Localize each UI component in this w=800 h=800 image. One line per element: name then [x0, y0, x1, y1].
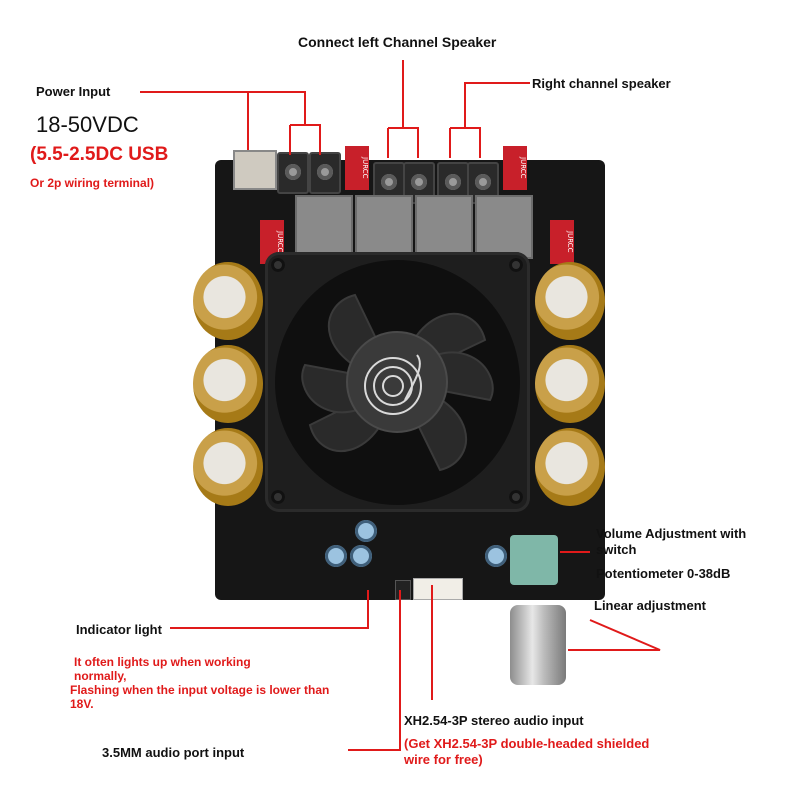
volume-potentiometer: [510, 535, 558, 585]
label-linear-adjustment: Linear adjustment: [594, 598, 706, 613]
label-potentiometer: Potentiometer 0-38dB: [596, 566, 731, 581]
capacitor-left-3: [193, 428, 263, 506]
label-xh-free: (Get XH2.54-3P double-headed shielded wi…: [404, 736, 650, 767]
heatsink-fin: [355, 195, 413, 259]
capacitor-right-1: [535, 262, 605, 340]
fan-blades-icon: [301, 293, 494, 472]
capacitor-left-2: [193, 345, 263, 423]
amplifier-board: JURCC JURCC JURCC JURCC: [193, 140, 620, 685]
label-indicator-light: Indicator light: [76, 622, 162, 637]
label-indicator-desc-1: It often lights up when working normally…: [74, 655, 251, 684]
heatsink-fin: [475, 195, 533, 259]
power-terminal-1: [277, 152, 309, 194]
label-voltage: 18-50VDC: [36, 112, 139, 137]
label-indicator-desc-2: Flashing when the input voltage is lower…: [70, 683, 330, 712]
small-capacitor: [485, 545, 507, 567]
label-audio-port: 3.5MM audio port input: [102, 745, 245, 760]
jurcc-cap-4: JURCC: [550, 220, 574, 264]
power-terminal-2: [309, 152, 341, 194]
dc-barrel-jack: [233, 150, 277, 190]
label-or-2p: Or 2p wiring terminal): [30, 176, 155, 190]
jurcc-cap-2: JURCC: [503, 146, 527, 190]
heatsink-fin: [295, 195, 353, 259]
jurcc-cap-1: JURCC: [345, 146, 369, 190]
fan-screw: [271, 490, 285, 504]
small-capacitor: [350, 545, 372, 567]
audio-jack-3-5mm: [395, 580, 411, 600]
callout-right-speaker: [464, 82, 530, 128]
label-connect-left: Connect left Channel Speaker: [298, 34, 497, 50]
small-capacitor: [325, 545, 347, 567]
xh-audio-connector: [413, 578, 463, 600]
fan-screw: [509, 490, 523, 504]
volume-knob: [510, 605, 566, 685]
small-capacitor: [355, 520, 377, 542]
label-volume-adjustment: Volume Adjustment with switch: [596, 526, 747, 557]
fan-screw: [509, 258, 523, 272]
callout-audio-port: [348, 590, 401, 751]
cooling-fan: [275, 260, 520, 505]
label-usb: (5.5-2.5DC USB: [30, 144, 169, 165]
label-right-channel: Right channel speaker: [532, 76, 671, 91]
capacitor-left-1: [193, 262, 263, 340]
capacitor-right-3: [535, 428, 605, 506]
capacitor-right-2: [535, 345, 605, 423]
fan-screw: [271, 258, 285, 272]
callout-power: [140, 91, 306, 125]
label-power-input: Power Input: [36, 84, 111, 99]
callout-linear: [568, 619, 661, 651]
label-xh-input: XH2.54-3P stereo audio input: [404, 713, 584, 728]
heatsink-fin: [415, 195, 473, 259]
